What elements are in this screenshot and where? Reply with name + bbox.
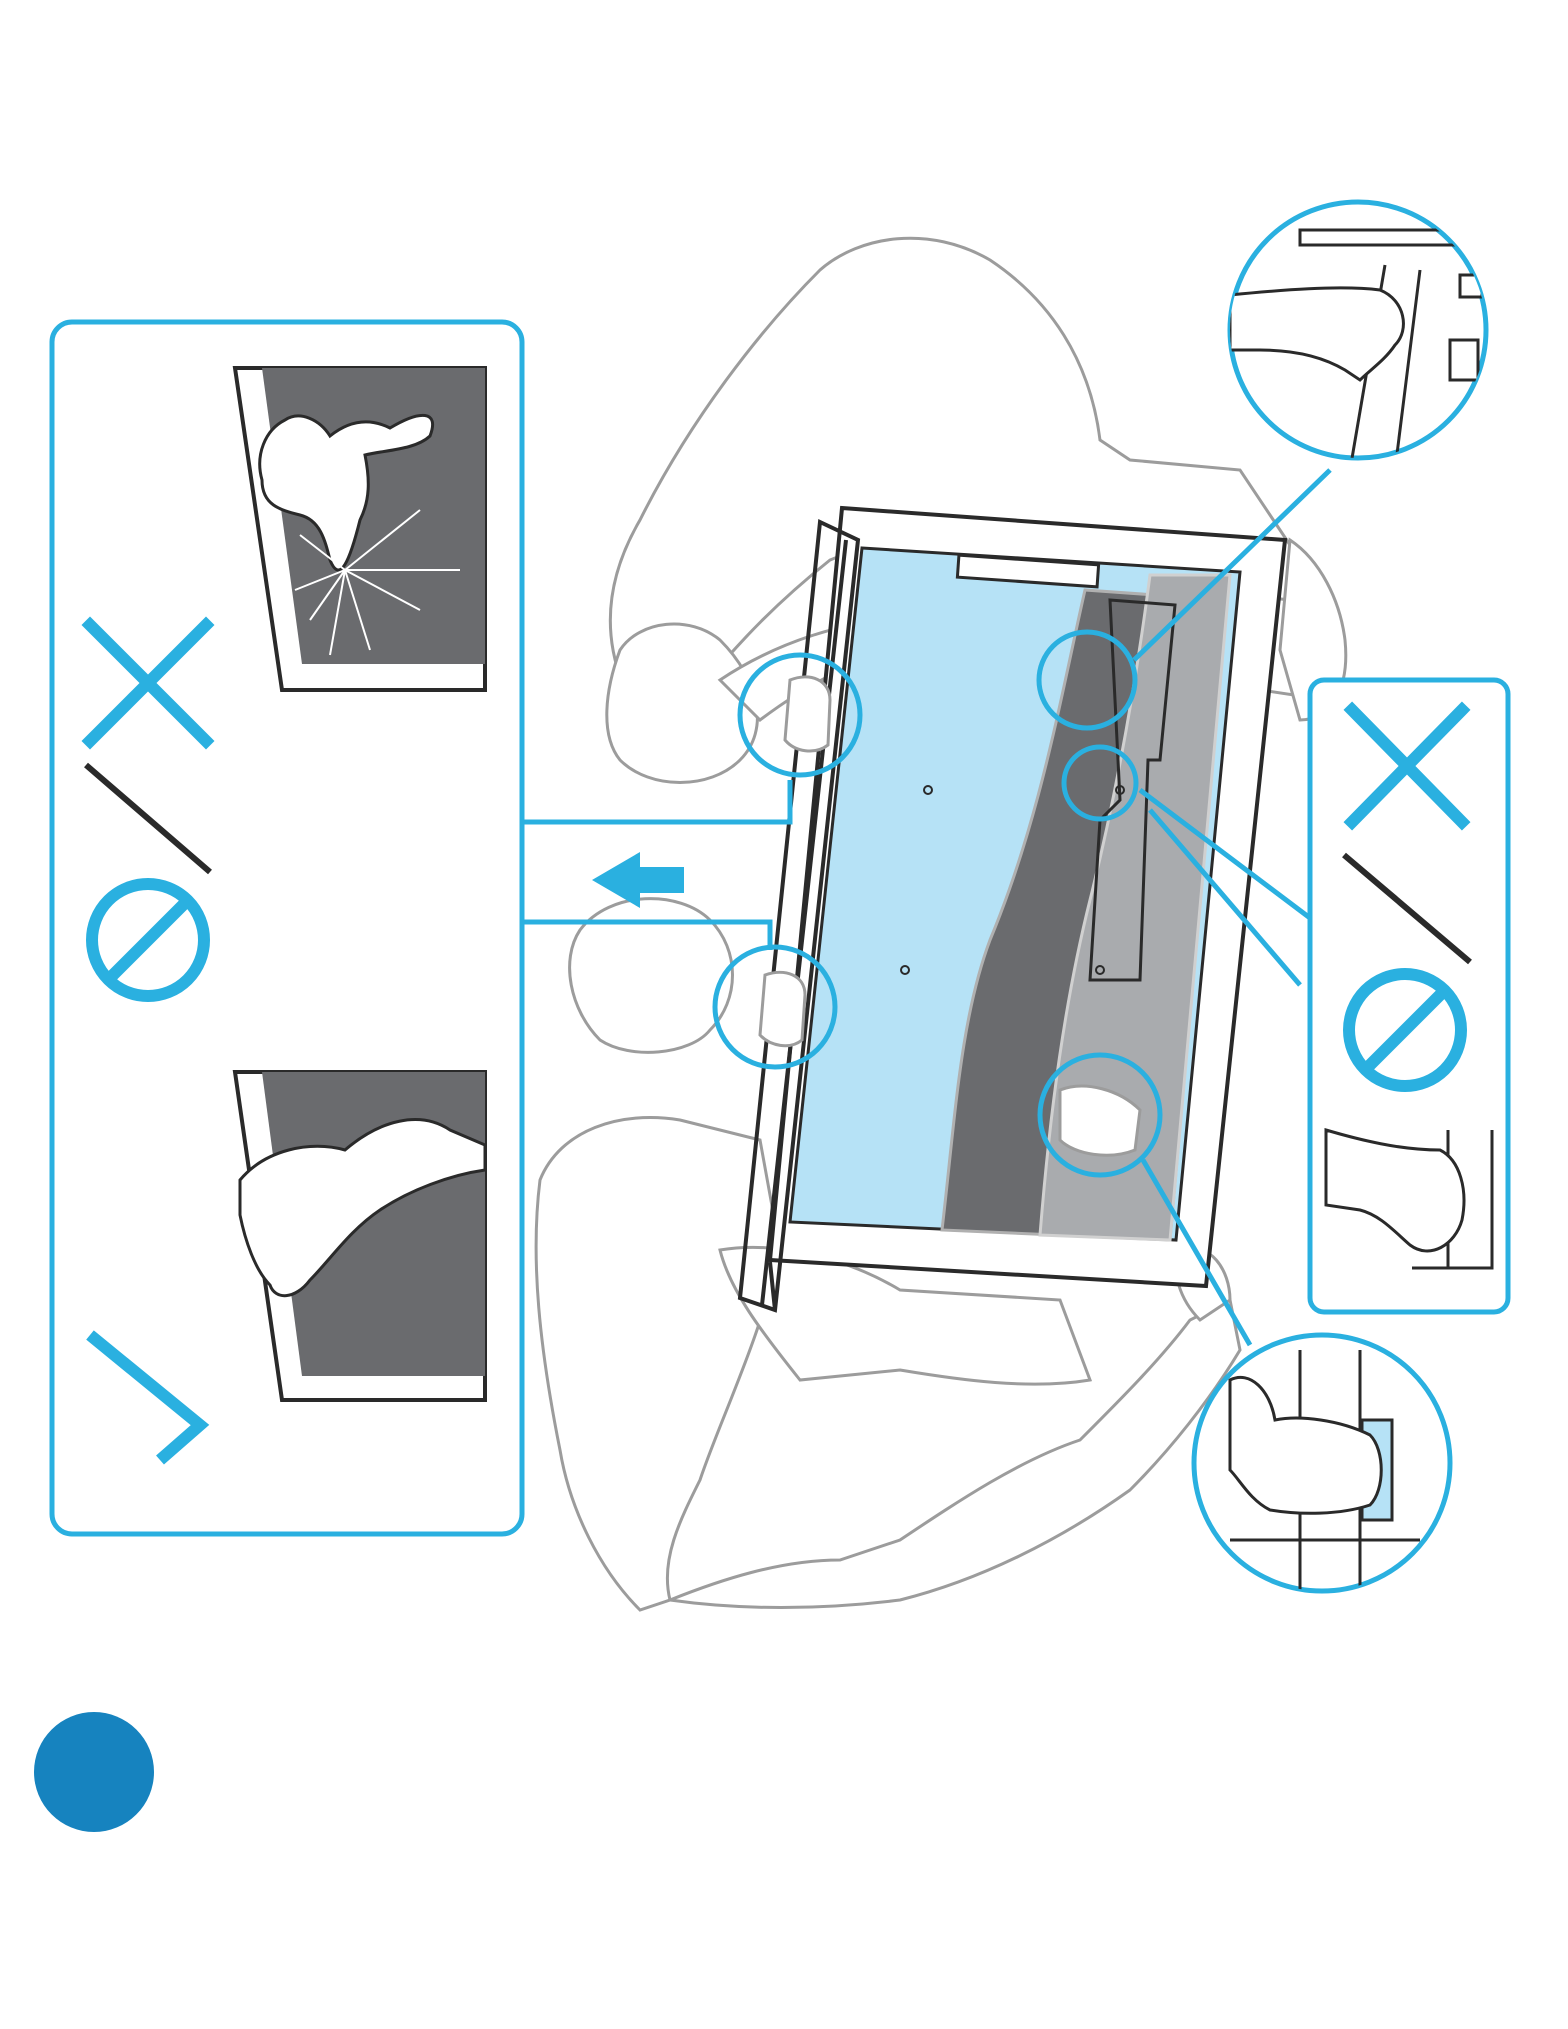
marker-right-top — [1036, 629, 1138, 731]
prohibited-icon — [86, 878, 210, 1002]
crack-lines — [294, 509, 460, 656]
divider-slash — [1342, 852, 1472, 965]
cracked-glass-image — [232, 366, 487, 692]
correct-grip-image — [232, 1070, 487, 1402]
hands-in-markers — [758, 675, 1142, 1157]
handling-panel-left — [49, 319, 525, 1537]
arrow-left-icon — [592, 852, 684, 908]
marker-right-bottom — [1037, 1052, 1163, 1178]
divider-slash — [84, 762, 212, 875]
check-mark-icon — [86, 1330, 210, 1465]
marker-left-bottom — [712, 944, 838, 1070]
prohibited-icon — [1343, 968, 1467, 1092]
handling-panel-right — [1307, 677, 1511, 1315]
marker-right-middle — [1061, 744, 1139, 822]
zoom-detail-bottom — [1191, 1332, 1453, 1594]
edge-grip-image — [1324, 1127, 1494, 1270]
cross-mark-icon — [81, 616, 215, 750]
cross-mark-icon — [1343, 701, 1471, 831]
detail-markers — [712, 629, 1163, 1178]
callout-connectors — [522, 468, 1332, 1347]
step-number-badge — [34, 1712, 154, 1832]
zoom-detail-top — [1227, 199, 1489, 461]
marker-left-top — [737, 652, 863, 778]
